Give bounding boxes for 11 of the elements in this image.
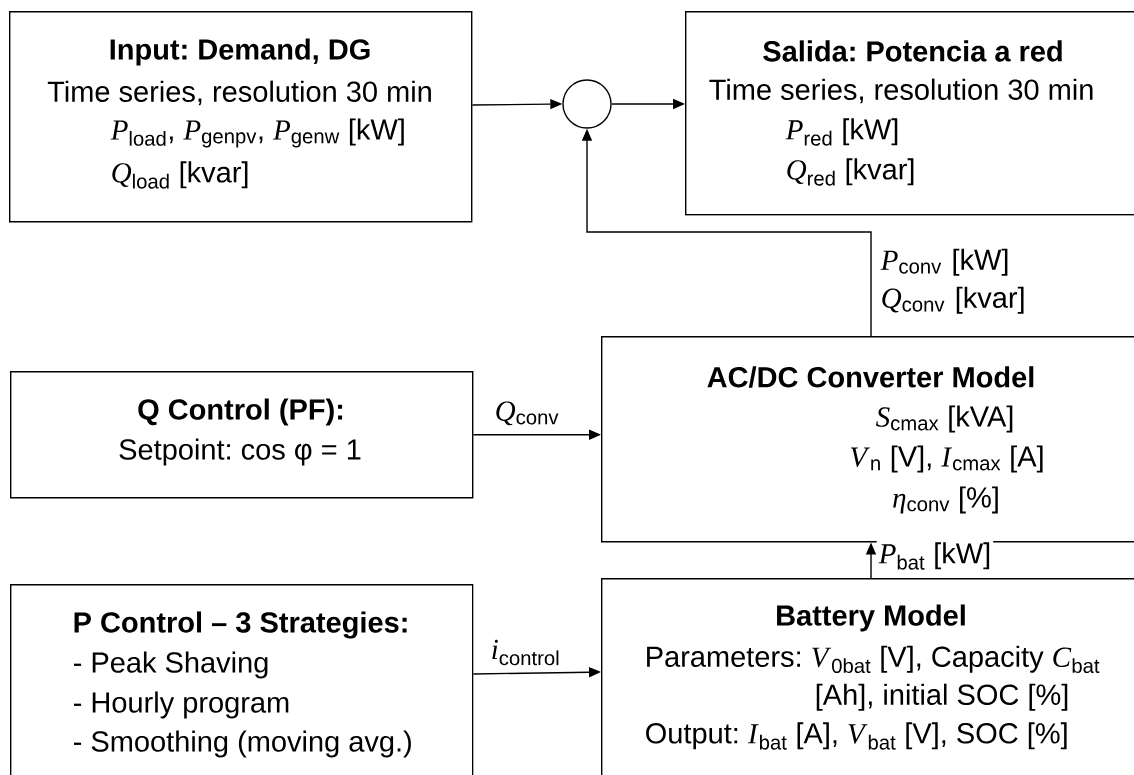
process-box: Q Control (PF): Setpoint: cos φ = 1 [10, 371, 474, 499]
edge-label: P$_{conv}$ [kW] Q$_{conv}$ [kvar] [878, 246, 1043, 316]
process-box: AC/DC Converter Model S$_{cmax}$ [kVA] V$_{n}$ [V], I$_{cmax}$ [A] η$_{conv}$ [%] [601, 336, 1134, 543]
process-box: Salida: Potencia a red Time series, resolution 30 min P$_{red}$ [kW] Q$_{red}$ [kvar] [685, 11, 1134, 216]
process-box: P Control – 3 Strategies: - Peak Shaving - Hourly program - Smoothing (moving avg.) [10, 584, 474, 775]
process-box: Input: Demand, DG Time series, resolution 30 min P$_{load}$, P$_{genpv}$, P$_{genw}$ [kW] Q$_{load}$ [kvar] [9, 11, 473, 223]
process-box: Battery Model Parameters: V$_{0bat}$ [V], Capacity C$_{bat}$ [Ah], initial SOC [%] Output: I$_{bat}$ [A], V$_{bat}$ [V], SOC [%] [601, 578, 1134, 775]
edge-label: i$_{control}$ [488, 637, 563, 668]
edge-label: Q$_{conv}$ [492, 399, 562, 428]
edge-label: P$_{bat}$ [kW] [876, 540, 994, 572]
summing-circle [562, 79, 612, 129]
